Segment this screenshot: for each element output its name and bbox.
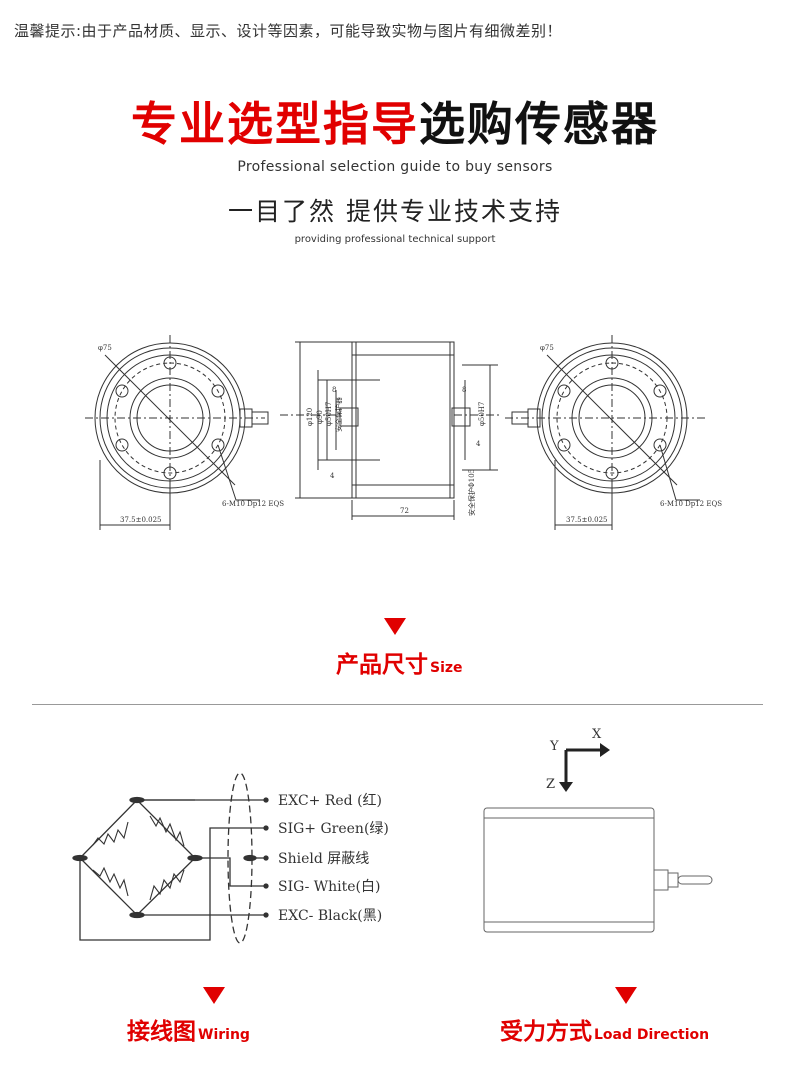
dim-label-depth8a: 8 xyxy=(332,386,336,394)
sensor-cylinder xyxy=(483,807,713,933)
dim-label-pos-right: 37.5±0.025 xyxy=(566,516,608,524)
dim-label-dia-left: φ75 xyxy=(98,344,112,352)
wire-label-sig-minus: SIG- White(白) xyxy=(278,879,380,895)
dim-label-d50b: φ50H7 xyxy=(478,402,486,426)
dim-label-length: 72 xyxy=(400,507,409,515)
wire-label-shield: Shield 屏蔽线 xyxy=(278,851,369,867)
size-title-en: Size xyxy=(430,660,463,676)
dim-label-holes-right: 6-M10 Dp12 EQS xyxy=(660,500,722,508)
headline-black: 选购传感器 xyxy=(419,97,659,151)
left-flange-view xyxy=(85,335,269,530)
wiring-diagram: EXC+ Red (红) SIG+ Green(绿) Shield 屏蔽线 SI… xyxy=(72,772,389,944)
size-title-cn: 产品尺寸 xyxy=(336,652,428,678)
wiring-title-cn: 接线图 xyxy=(127,1019,196,1045)
dim-label-d50: φ50H7 xyxy=(325,402,333,426)
dim-label-pos-left: 37.5±0.025 xyxy=(120,516,162,524)
dim-label-d120: φ120 xyxy=(306,408,314,426)
load-direction-diagram: X Y Z xyxy=(483,727,713,933)
notice-text: 温馨提示:由于产品材质、显示、设计等因素，可能导致实物与图片有细微差别！ xyxy=(14,22,563,40)
wiring-title-en: Wiring xyxy=(198,1027,250,1043)
wiring-marker-icon xyxy=(203,987,225,1004)
dim-label-cut: 安全保护器 xyxy=(334,397,343,432)
headline-red: 专业选型指导 xyxy=(131,97,419,151)
slogan: 一目了然 提供专业技术支持 xyxy=(228,197,562,226)
section-divider xyxy=(32,704,763,705)
size-marker-icon xyxy=(384,618,406,635)
wire-label-sig-plus: SIG+ Green(绿) xyxy=(278,821,389,837)
x-arrow-icon xyxy=(600,743,610,757)
z-arrow-icon xyxy=(559,782,573,792)
axis-label-x: X xyxy=(592,727,602,742)
dim-label-d90: φ90 xyxy=(316,410,324,424)
dim-label-4a: 4 xyxy=(330,472,335,480)
wire-label-exc-minus: EXC- Black(黑) xyxy=(278,908,382,924)
wire-label-exc-plus: EXC+ Red (红) xyxy=(278,793,382,809)
dim-label-depth8b: 8 xyxy=(462,386,466,394)
dim-label-4b: 4 xyxy=(476,440,481,448)
dimension-drawing: φ75 6-M10 Dp12 EQS 37.5±0.025 72 φ120 φ9… xyxy=(85,335,722,530)
load-title-en: Load Direction xyxy=(594,1027,710,1043)
dim-label-holes-left: 6-M10 Dp12 EQS xyxy=(222,500,284,508)
axis-label-z: Z xyxy=(546,777,555,792)
slogan-en: providing professional technical support xyxy=(294,234,496,245)
headline: 专业选型指导选购传感器 xyxy=(0,88,790,154)
load-title-cn: 受力方式 xyxy=(500,1019,592,1045)
subtitle-en: Professional selection guide to buy sens… xyxy=(237,159,553,175)
dim-label-side: 安全保护Φ105 xyxy=(467,469,476,516)
axis-label-y: Y xyxy=(549,739,559,754)
right-flange-view xyxy=(505,335,705,530)
load-marker-icon xyxy=(615,987,637,1004)
side-view xyxy=(280,341,500,520)
dim-label-dia-right: φ75 xyxy=(540,344,554,352)
